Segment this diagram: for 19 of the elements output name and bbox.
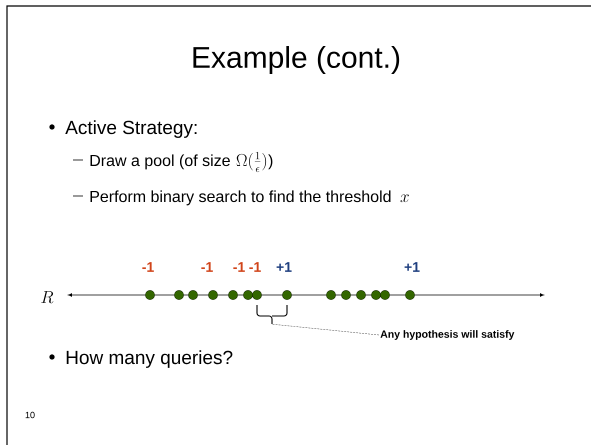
point-label: -1 bbox=[249, 262, 261, 272]
point-label: +1 bbox=[404, 262, 420, 272]
point-label: -1 bbox=[142, 262, 154, 272]
point-label: -1 bbox=[233, 262, 245, 272]
slide-title: Example (cont.) bbox=[193, 46, 400, 74]
point-label: -1 bbox=[201, 262, 213, 272]
bullet-text: Active Strategy: bbox=[65, 120, 196, 138]
axis-label: $R$ bbox=[41, 291, 54, 304]
sub-bullet-text: Draw a pool (of size bbox=[90, 154, 230, 170]
formula: $x$ bbox=[400, 194, 409, 202]
sub-bullet-text: ) bbox=[268, 154, 272, 170]
leader-line bbox=[272, 324, 380, 336]
brace bbox=[256, 304, 288, 325]
formula: $\Omega(\frac{1}{\epsilon})$ bbox=[236, 152, 266, 172]
annotation-text: Any hypothesis will satisfy bbox=[380, 330, 514, 340]
slide-number: 10 bbox=[26, 412, 35, 418]
sub-bullet-text: Perform binary search to find the threshold bbox=[90, 190, 390, 206]
bullet-text: How many queries? bbox=[66, 350, 232, 368]
point-label: +1 bbox=[276, 262, 292, 272]
